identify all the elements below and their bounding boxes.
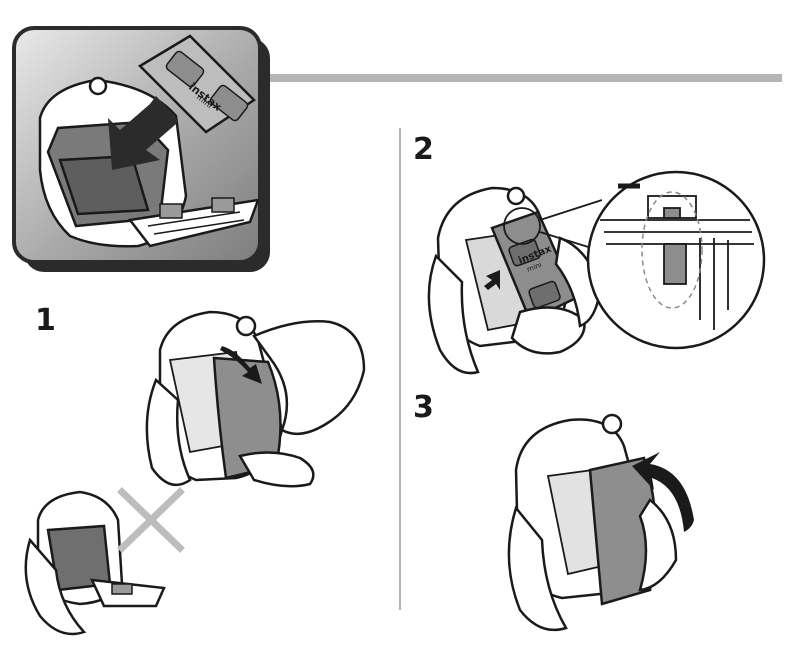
incorrect-method-illustration [24,487,185,636]
header-bar [262,74,782,82]
step-2-illustration: instax mini [427,170,766,375]
step-number-2: 2 [413,132,434,167]
close-back-arrow [632,452,694,532]
step-1-illustration [145,310,366,488]
close-door-arrow [220,346,262,384]
step-number-1: 1 [35,303,56,338]
step-number-3: 3 [413,390,434,425]
cross-mark-icon [117,487,185,553]
film-pack-illustration: instax mini [137,34,256,134]
insert-arrow [108,96,178,170]
overview-panel: instax mini [12,26,270,272]
step-3-illustration [507,413,694,632]
camera-open-illustration [38,76,260,248]
magnified-detail [586,170,766,350]
push-arrow [484,270,500,290]
